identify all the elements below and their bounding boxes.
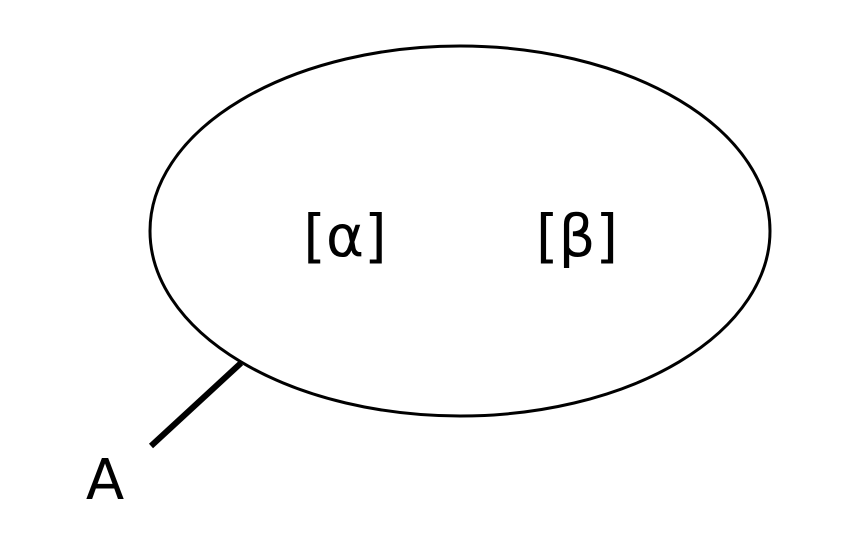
node-connector-line bbox=[148, 360, 244, 449]
feature-alpha-label: [α] bbox=[303, 202, 387, 270]
feature-bundle-ellipse bbox=[148, 44, 772, 418]
node-label-a: A bbox=[86, 448, 124, 513]
feature-beta-label: [β] bbox=[536, 202, 618, 270]
